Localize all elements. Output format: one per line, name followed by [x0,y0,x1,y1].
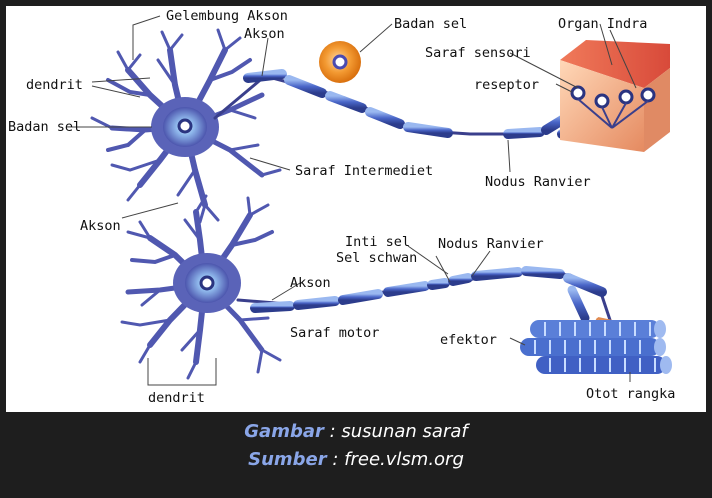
label-sel-schwan: Sel schwan [336,250,417,266]
lower-nucleus [199,275,215,291]
label-badan-sel-top: Badan sel [394,16,467,32]
label-otot-rangka: Otot rangka [586,386,675,402]
sensory-neuron [90,28,670,224]
receptor-3 [618,89,634,105]
caption-line-2: Sumber : free.vlsm.org [0,446,712,474]
label-akson-bottom: Akson [290,275,331,291]
label-dendrit-bottom: dendrit [148,390,205,406]
motor-neuron [120,194,672,380]
labels: Gelembung Akson Akson Badan sel Organ In… [8,8,675,406]
label-badan-sel-left: Badan sel [8,119,81,135]
caption-text-sumber: free.vlsm.org [344,449,464,470]
label-reseptor: reseptor [474,77,539,93]
label-dendrit-top: dendrit [26,77,83,93]
upper-axon [213,69,619,139]
label-efektor: efektor [440,332,497,348]
caption-text-gambar: susunan saraf [341,421,468,442]
caption-separator-2: : [326,449,345,470]
label-organ-indra: Organ Indra [558,16,647,32]
sense-organ [560,40,670,152]
label-saraf-motor: Saraf motor [290,325,379,341]
figure-caption: Gambar : susunan saraf Sumber : free.vls… [0,418,712,474]
schwann-cell-orange [319,41,361,83]
label-akson-top: Akson [244,26,285,42]
upper-nucleus [177,118,193,134]
label-saraf-sensori: Saraf sensori [425,45,531,61]
caption-separator-1: : [323,421,342,442]
label-inti-sel: Inti sel [345,234,410,250]
label-nodus-ranvier-top: Nodus Ranvier [485,174,591,190]
label-gelembung-akson: Gelembung Akson [166,8,288,24]
label-akson-mid: Akson [80,218,121,234]
lower-axon [236,266,612,323]
skeletal-muscle [520,317,672,374]
label-nodus-ranvier-bottom: Nodus Ranvier [438,236,544,252]
receptor-1 [570,85,586,101]
receptor-4 [640,87,656,103]
caption-key-gambar: Gambar [244,421,324,442]
caption-key-sumber: Sumber [248,449,327,470]
label-saraf-intermediet: Saraf Intermediet [295,163,433,179]
caption-line-1: Gambar : susunan saraf [0,418,712,446]
leader-lines [72,15,637,386]
receptor-2 [594,93,610,109]
